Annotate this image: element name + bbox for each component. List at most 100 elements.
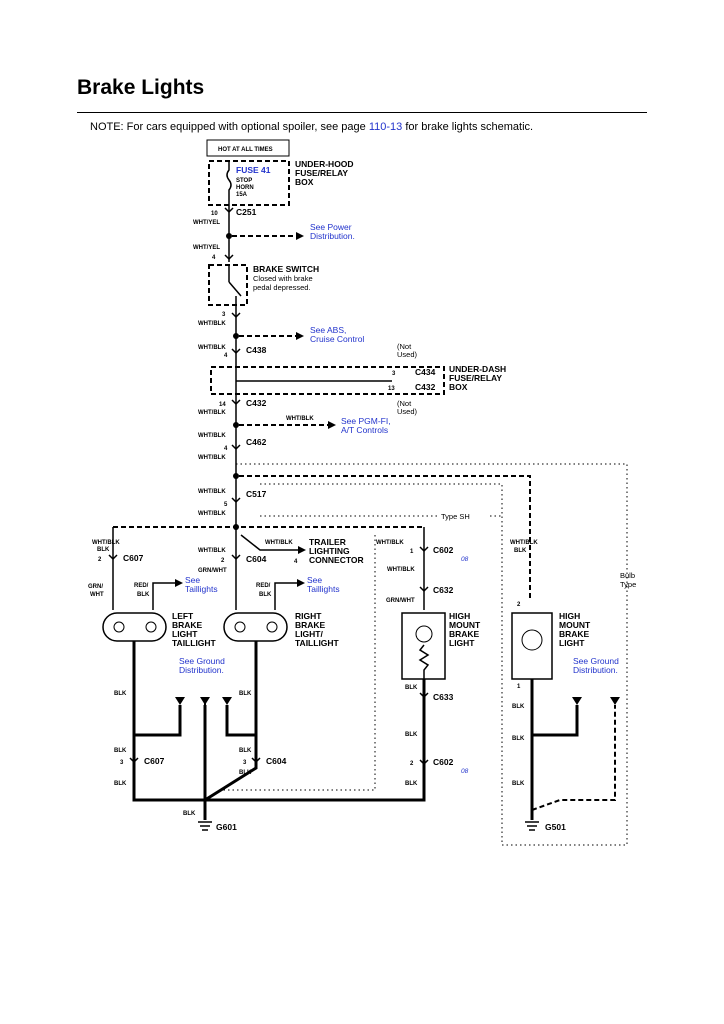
c432-pin-14: 14 (219, 402, 226, 408)
blk-right-3: BLK (239, 770, 252, 776)
hm-label-2: MOUNT (449, 620, 481, 630)
wht-blk-right: WHT/BLK (198, 548, 226, 554)
c432-label-2: C432 (246, 398, 267, 408)
see-pgm-link-2[interactable]: A/T Controls (341, 425, 388, 435)
bulb-type-outline (236, 463, 628, 846)
see-taillights-right-2[interactable]: Taillights (307, 584, 340, 594)
wht-blk-4: WHT/BLK (198, 433, 226, 439)
switch-desc-2: pedal depressed. (253, 283, 311, 292)
right-lamp-2: BRAKE (295, 620, 326, 630)
under-dash-label-2: FUSE/RELAY (449, 373, 502, 383)
not-used-1a: (Not (397, 342, 412, 351)
bulb-type-feed (239, 475, 531, 600)
c517-label: C517 (246, 489, 267, 499)
brake-switch-label: BRAKE SWITCH (253, 264, 319, 274)
wht-blk-hm-2: WHT/BLK (387, 567, 415, 573)
c432-label-1: C432 (415, 382, 436, 392)
c607-label-2: C607 (144, 756, 165, 766)
wht-yel-1: WHT/YEL (193, 220, 220, 226)
bulb-label-4: LIGHT (559, 638, 585, 648)
c251-pin: 10 (211, 211, 218, 217)
left-lamp-1: LEFT (172, 611, 194, 621)
fuse-41-label[interactable]: FUSE 41 (236, 165, 271, 175)
splice-4 (233, 473, 239, 479)
bulb-label-3: BRAKE (559, 629, 590, 639)
bulb-type-1: Bulb (620, 571, 635, 580)
bulb-ground-arrow-1 (572, 697, 582, 705)
c602-note-1: 08 (461, 556, 469, 563)
grn-left: GRN/ (88, 584, 103, 590)
not-used-2b: Used) (397, 407, 418, 416)
see-ground-right-2[interactable]: Distribution. (573, 665, 618, 675)
fuse-amp: 15A (236, 192, 248, 198)
right-lamp-1: RIGHT (295, 611, 322, 621)
see-power-link-2[interactable]: Distribution. (310, 231, 355, 241)
see-ground-left-2[interactable]: Distribution. (179, 665, 224, 675)
switch-pin-4: 4 (212, 255, 216, 261)
connector-chevrons (108, 207, 429, 766)
not-used-1b: Used) (397, 350, 418, 359)
hm-label-4: LIGHT (449, 638, 475, 648)
brake-switch-box (208, 264, 248, 306)
blk-hm-2: BLK (405, 732, 418, 738)
see-power-link-1[interactable]: See Power (310, 222, 352, 232)
left-tail-arrow (175, 579, 183, 587)
under-hood-label-2: FUSE/RELAY (295, 168, 348, 178)
c434-pin: 3 (392, 371, 396, 377)
see-taillights-left-1[interactable]: See (185, 575, 200, 585)
right-ground-branch (225, 705, 256, 737)
blk-left-1: BLK (114, 691, 127, 697)
c432-pin-13: 13 (388, 386, 395, 392)
splice-3 (233, 422, 239, 428)
see-ground-right-1[interactable]: See Ground (573, 656, 619, 666)
c602-label-1: C602 (433, 545, 454, 555)
left-lamp-2: BRAKE (172, 620, 203, 630)
c632-label: C632 (433, 585, 454, 595)
c633-label: C633 (433, 692, 454, 702)
bulb-type-2: Type (620, 580, 636, 589)
c438-label: C438 (246, 345, 267, 355)
wht-blk-6: WHT/BLK (198, 489, 226, 495)
center-ground-arrow (200, 697, 210, 705)
see-pgm-link-1[interactable]: See PGM-FI, (341, 416, 391, 426)
see-abs-link-2[interactable]: Cruise Control (310, 334, 364, 344)
left-lamp-3: LIGHT (172, 629, 198, 639)
fuse-stop: STOP (236, 178, 252, 184)
page-link[interactable]: 110-13 (368, 121, 403, 133)
wht-blk-left: WHT/BLK (92, 540, 120, 546)
blk-red-right: BLK (259, 592, 272, 598)
right-tail-arrow (297, 579, 305, 587)
note-suffix: for brake lights schematic. (402, 121, 534, 133)
see-taillights-left-2[interactable]: Taillights (185, 584, 218, 594)
c607-label-1: C607 (123, 553, 144, 563)
g501-label: G501 (545, 822, 566, 832)
right-lamp (223, 612, 288, 642)
g501-symbol (525, 821, 539, 831)
blk-left-3: BLK (114, 781, 127, 787)
pgm-arrow (328, 421, 336, 429)
see-abs-link-1[interactable]: See ABS, (310, 325, 346, 335)
see-ground-left-1[interactable]: See Ground (179, 656, 225, 666)
under-hood-label-1: UNDER-HOOD (295, 159, 354, 169)
c604-pin-2: 2 (221, 558, 225, 564)
c438-pin: 4 (224, 353, 228, 359)
title-divider (77, 112, 647, 113)
trailer-label-1: TRAILER (309, 537, 346, 547)
bulb-label-2: MOUNT (559, 620, 591, 630)
under-dash-label-1: UNDER-DASH (449, 364, 506, 374)
splice-2 (233, 333, 239, 339)
wht-left: WHT (90, 592, 104, 598)
under-hood-box (208, 160, 290, 206)
wht-blk-pgm: WHT/BLK (286, 416, 314, 422)
blk-right-1: BLK (239, 691, 252, 697)
g601-symbol (198, 821, 212, 831)
see-taillights-right-1[interactable]: See (307, 575, 322, 585)
left-bulb-1 (113, 621, 125, 633)
switch-pin-3: 3 (222, 312, 226, 318)
c604-label-1: C604 (246, 554, 267, 564)
fuse-horn: HORN (236, 185, 254, 191)
page-title: Brake Lights (77, 76, 205, 99)
wht-blk-2: WHT/BLK (198, 345, 226, 351)
left-bulb-2 (145, 621, 157, 633)
